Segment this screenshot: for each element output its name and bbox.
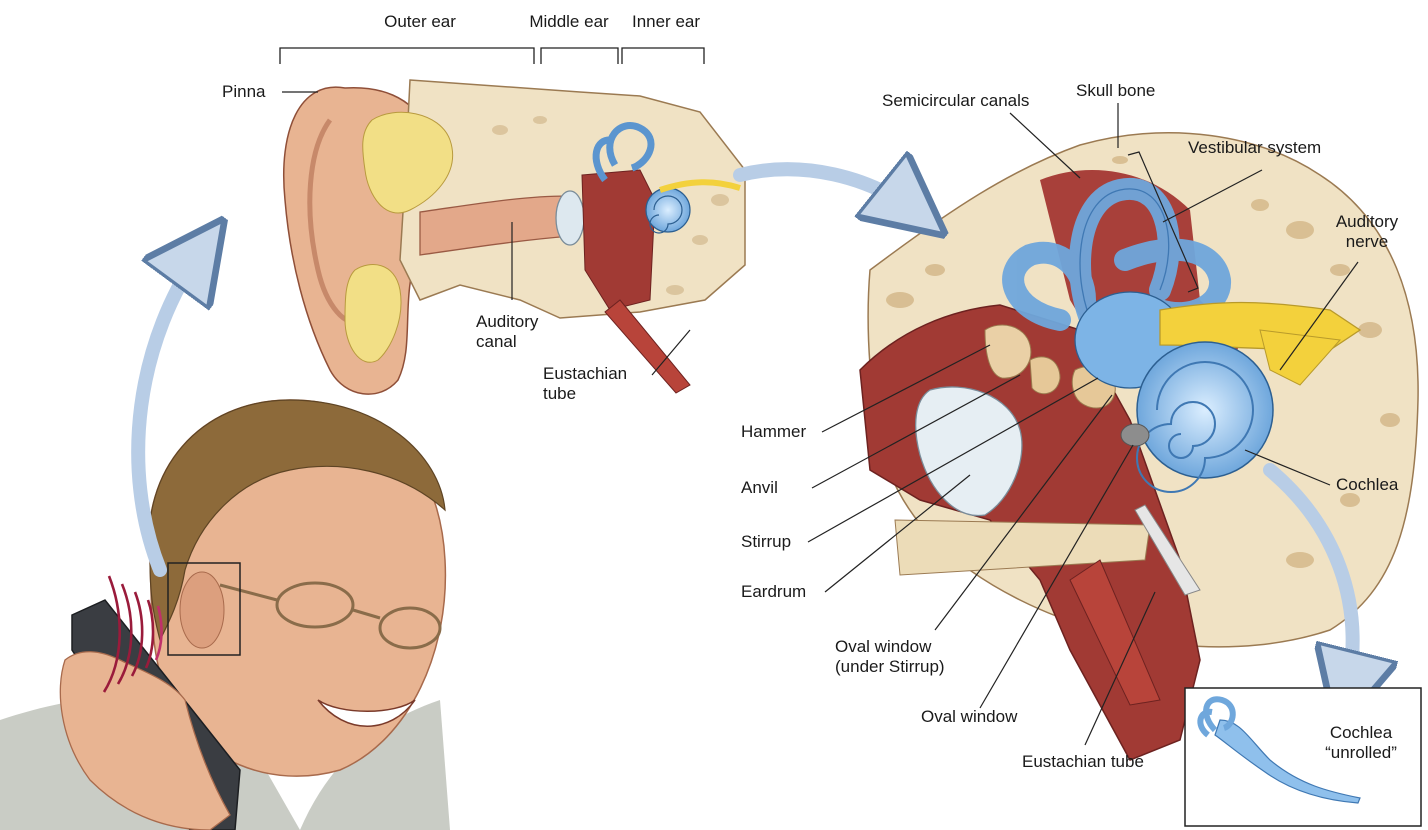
label-hammer: Hammer <box>741 422 806 442</box>
label-eustachian-tube-small: Eustachian tube <box>543 364 627 404</box>
label-stirrup: Stirrup <box>741 532 791 552</box>
middle-ear-bracket <box>541 48 618 64</box>
inner-ear-bracket <box>622 48 704 64</box>
person-head-illustration <box>0 400 450 830</box>
label-semicircular-canals: Semicircular canals <box>882 91 1029 111</box>
label-pinna: Pinna <box>222 82 265 102</box>
label-skull-bone: Skull bone <box>1076 81 1155 101</box>
label-cochlea-unrolled: Cochlea “unrolled” <box>1306 723 1416 763</box>
label-oval-window: Oval window <box>921 707 1017 727</box>
label-eustachian-tube: Eustachian tube <box>1022 752 1144 772</box>
label-anvil: Anvil <box>741 478 778 498</box>
label-eardrum: Eardrum <box>741 582 806 602</box>
label-middle-ear: Middle ear <box>514 12 624 32</box>
label-auditory-nerve: Auditory nerve <box>1322 212 1412 252</box>
label-oval-window-under-stirrup: Oval window (under Stirrup) <box>835 637 945 677</box>
region-brackets <box>280 48 704 64</box>
arrow-ear-to-section <box>740 169 920 215</box>
label-inner-ear: Inner ear <box>616 12 716 32</box>
label-auditory-canal: Auditory canal <box>476 312 538 352</box>
label-outer-ear: Outer ear <box>360 12 480 32</box>
label-cochlea: Cochlea <box>1336 475 1398 495</box>
outer-ear-bracket <box>280 48 534 64</box>
label-vestibular-system: Vestibular system <box>1188 138 1321 158</box>
